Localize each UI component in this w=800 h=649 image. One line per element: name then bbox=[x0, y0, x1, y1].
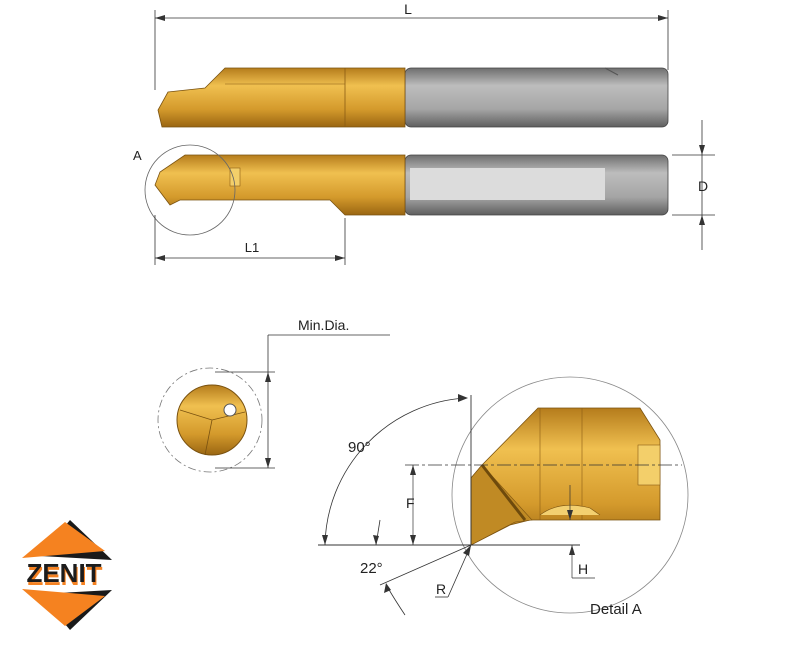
detail-a-view: F 90° 22° R H Detail A bbox=[318, 376, 689, 618]
detail-a-circle bbox=[144, 144, 236, 236]
zenit-logo: ZENIT bbox=[22, 520, 112, 630]
logo-text: ZENIT bbox=[26, 558, 101, 588]
label-l: L bbox=[404, 1, 412, 17]
label-22: 22° bbox=[360, 560, 383, 577]
label-detail-a: Detail A bbox=[590, 601, 642, 618]
label-90: 90° bbox=[348, 439, 371, 456]
tool-top-view: A D L1 bbox=[133, 120, 715, 265]
label-l1: L1 bbox=[245, 240, 259, 255]
label-min-dia: Min.Dia. bbox=[298, 317, 349, 333]
end-view: Min.Dia. bbox=[157, 317, 390, 473]
label-f: F bbox=[406, 495, 415, 511]
label-d: D bbox=[698, 178, 708, 194]
tool-side-view: L bbox=[154, 1, 669, 128]
label-a: A bbox=[133, 148, 142, 163]
label-h: H bbox=[578, 561, 588, 577]
label-r: R bbox=[436, 581, 446, 597]
